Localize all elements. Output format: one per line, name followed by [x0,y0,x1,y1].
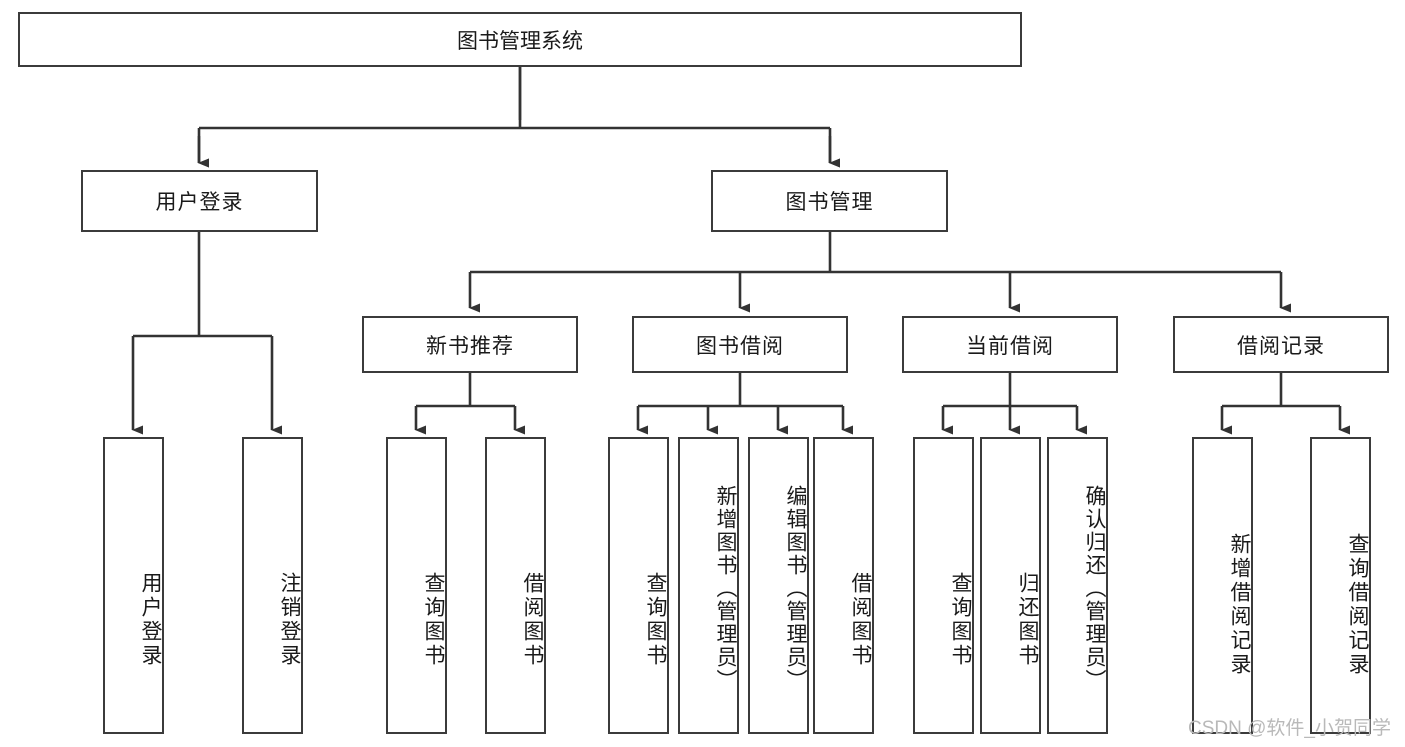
leaf-logout-login[interactable]: 注销登录 [242,437,303,734]
leaf-user-login[interactable]: 用户登录 [103,437,164,734]
leaf-confirm-return[interactable]: 确认归还（管理员） [1047,437,1108,734]
csdn-watermark: CSDN @软件_小贺同学 [1188,718,1391,739]
leaf-add-record-label: 新增借阅记录 [1228,532,1251,677]
node-book-manage-label: 图书管理 [785,191,874,214]
leaf-query-book-3-label: 查询图书 [949,571,972,668]
leaf-return-book[interactable]: 归还图书 [980,437,1041,734]
leaf-borrow-book-1[interactable]: 借阅图书 [485,437,546,734]
leaf-user-login-label: 用户登录 [139,571,162,668]
leaf-edit-book-label: 编辑图书（管理员） [784,485,807,692]
leaf-query-record-label: 查询借阅记录 [1346,532,1369,677]
node-current-borrow[interactable]: 当前借阅 [902,316,1118,373]
leaf-add-record[interactable]: 新增借阅记录 [1192,437,1253,734]
node-borrow-record[interactable]: 借阅记录 [1173,316,1389,373]
node-new-book-recommend-label: 新书推荐 [426,334,514,358]
node-root[interactable]: 图书管理系统 [18,12,1022,67]
node-new-book-recommend[interactable]: 新书推荐 [362,316,578,373]
leaf-add-book-label: 新增图书（管理员） [714,485,737,692]
leaf-borrow-book-1-label: 借阅图书 [521,571,544,668]
node-book-manage[interactable]: 图书管理 [711,170,948,232]
leaf-return-book-label: 归还图书 [1016,571,1039,668]
node-book-borrow[interactable]: 图书借阅 [632,316,848,373]
leaf-query-book-2-label: 查询图书 [644,571,667,668]
leaf-confirm-return-label: 确认归还（管理员） [1083,485,1106,692]
node-current-borrow-label: 当前借阅 [966,334,1054,358]
node-user-login[interactable]: 用户登录 [81,170,318,232]
node-book-borrow-label: 图书借阅 [696,334,784,358]
leaf-query-book-2[interactable]: 查询图书 [608,437,669,734]
leaf-query-book-3[interactable]: 查询图书 [913,437,974,734]
node-root-label: 图书管理系统 [457,29,583,53]
leaf-query-record[interactable]: 查询借阅记录 [1310,437,1371,734]
leaf-add-book[interactable]: 新增图书（管理员） [678,437,739,734]
leaf-edit-book[interactable]: 编辑图书（管理员） [748,437,809,734]
leaf-borrow-book-2-label: 借阅图书 [849,571,872,668]
leaf-logout-login-label: 注销登录 [278,571,301,668]
leaf-query-book-1[interactable]: 查询图书 [386,437,447,734]
node-borrow-record-label: 借阅记录 [1237,334,1325,358]
leaf-borrow-book-2[interactable]: 借阅图书 [813,437,874,734]
node-user-login-label: 用户登录 [155,191,244,214]
leaf-query-book-1-label: 查询图书 [422,571,445,668]
